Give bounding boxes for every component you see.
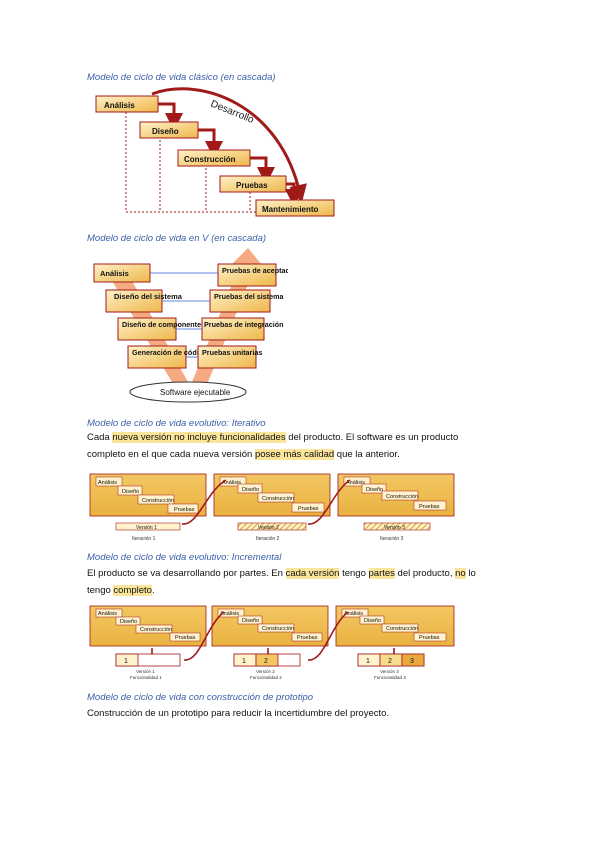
svg-text:Versión 3: Versión 3 bbox=[380, 669, 399, 674]
svg-text:Iteración 2: Iteración 2 bbox=[256, 536, 280, 542]
svg-text:Diseño: Diseño bbox=[242, 487, 259, 493]
heading-waterfall: Modelo de ciclo de vida clásico (en casc… bbox=[87, 72, 276, 83]
svg-text:Funcionalidad 1: Funcionalidad 1 bbox=[130, 675, 162, 680]
v-model-software bbox=[129, 381, 247, 403]
increment-panel-2: Análisis Diseño Construcción Pruebas bbox=[211, 605, 329, 647]
heading-incremental: Modelo de ciclo de vida evolutivo: Incre… bbox=[87, 552, 282, 563]
v-right-aceptacion-label: Pruebas de aceptación bbox=[222, 266, 288, 275]
increment-version-2: 1 2 Versión 2 Funcionalidad 2 bbox=[233, 653, 301, 680]
iteration-panel-3: Análisis Diseño Construcción Pruebas bbox=[337, 473, 455, 517]
svg-text:Pruebas: Pruebas bbox=[298, 506, 319, 512]
v-right-integracion-label: Pruebas de integración bbox=[204, 320, 283, 329]
increment-version-1: 1 Versión 1 Funcionalidad 1 bbox=[115, 653, 181, 680]
svg-text:Diseño: Diseño bbox=[120, 619, 137, 625]
waterfall-stage-construccion: Construcción bbox=[177, 149, 251, 167]
iteration-panel-2: Análisis Diseño Construcción Pruebas bbox=[213, 473, 331, 517]
v-left-generacion-codigo-label: Generación de código bbox=[132, 348, 208, 357]
heading-iterative: Modelo de ciclo de vida evolutivo: Itera… bbox=[87, 418, 266, 429]
v-right-sistema-label: Pruebas del sistema bbox=[214, 292, 285, 301]
svg-text:Análisis: Análisis bbox=[346, 480, 365, 486]
paragraph-iterative-line2: completo en el que cada nueva versión po… bbox=[87, 449, 400, 460]
paragraph-incremental-line2: tengo completo. bbox=[87, 585, 155, 596]
svg-text:Diseño: Diseño bbox=[242, 618, 259, 624]
v-right-integracion: Pruebas de integración bbox=[201, 317, 283, 341]
v-left-diseno-sistema-label: Diseño del sistema bbox=[114, 292, 183, 301]
svg-text:Análisis: Análisis bbox=[220, 611, 239, 617]
increment-panel-3: Análisis Diseño Construcción Pruebas bbox=[335, 605, 455, 647]
waterfall-stage-mantenimiento: Mantenimiento bbox=[255, 199, 335, 217]
svg-text:Funcionalidad 3: Funcionalidad 3 bbox=[374, 675, 406, 680]
waterfall-stage-analisis: Análisis bbox=[95, 95, 159, 113]
svg-text:Análisis: Análisis bbox=[222, 480, 241, 486]
svg-text:Diseño: Diseño bbox=[366, 487, 383, 493]
svg-text:Análisis: Análisis bbox=[98, 480, 117, 486]
paragraph-prototype: Construcción de un prototipo para reduci… bbox=[87, 708, 390, 719]
svg-text:Pruebas: Pruebas bbox=[419, 635, 440, 641]
v-right-unitarias: Pruebas unitarias bbox=[197, 345, 262, 369]
iteration-panel-1: Análisis Diseño Construcción Pruebas bbox=[89, 473, 207, 517]
svg-text:Análisis: Análisis bbox=[98, 611, 117, 617]
v-model-diagram: Software ejecutable Análisis Diseño del … bbox=[93, 248, 288, 403]
iteration-version-3: Versión 3 Iteración 3 bbox=[363, 522, 431, 542]
svg-text:Diseño: Diseño bbox=[122, 489, 139, 495]
iteration-version-1: Versión 1 Iteración 1 bbox=[115, 522, 181, 542]
svg-text:Pruebas: Pruebas bbox=[419, 504, 440, 510]
svg-text:Pruebas: Pruebas bbox=[236, 181, 268, 190]
svg-text:Diseño: Diseño bbox=[364, 618, 381, 624]
svg-text:Diseño: Diseño bbox=[152, 127, 179, 136]
svg-text:Iteración 1: Iteración 1 bbox=[132, 536, 156, 542]
waterfall-stage-diseno: Diseño bbox=[139, 121, 199, 139]
svg-text:Construcción: Construcción bbox=[140, 627, 172, 633]
incremental-diagram: Análisis Diseño Construcción Pruebas Aná… bbox=[89, 605, 455, 680]
svg-text:Versión 1: Versión 1 bbox=[136, 669, 155, 674]
svg-text:Iteración 3: Iteración 3 bbox=[380, 536, 404, 542]
svg-text:Funcionalidad 2: Funcionalidad 2 bbox=[250, 675, 282, 680]
svg-text:Versión 1: Versión 1 bbox=[136, 525, 157, 531]
svg-text:Análisis: Análisis bbox=[100, 269, 129, 278]
svg-text:Construcción: Construcción bbox=[262, 626, 294, 632]
iterative-diagram: Análisis Diseño Construcción Pruebas Aná… bbox=[89, 473, 455, 542]
svg-text:Análisis: Análisis bbox=[104, 101, 135, 110]
waterfall-diagram: Desarrollo Análisis Diseño Construcción … bbox=[95, 87, 335, 217]
svg-text:Análisis: Análisis bbox=[344, 611, 363, 617]
svg-text:Pruebas: Pruebas bbox=[175, 635, 196, 641]
v-right-unitarias-label: Pruebas unitarias bbox=[202, 348, 262, 357]
svg-text:1: 1 bbox=[124, 658, 128, 665]
svg-text:Construcción: Construcción bbox=[262, 496, 294, 502]
heading-v-model: Modelo de ciclo de vida en V (en cascada… bbox=[87, 233, 267, 244]
v-right-aceptacion: Pruebas de aceptación bbox=[217, 263, 288, 287]
svg-text:Pruebas: Pruebas bbox=[297, 635, 318, 641]
v-left-diseno-componentes-label: Diseño de componentes bbox=[122, 320, 205, 329]
svg-text:Versión 2: Versión 2 bbox=[256, 669, 275, 674]
svg-text:Versión 2: Versión 2 bbox=[258, 525, 279, 531]
increment-panel-1: Análisis Diseño Construcción Pruebas bbox=[89, 605, 207, 647]
svg-text:Pruebas: Pruebas bbox=[174, 507, 195, 513]
svg-text:Mantenimiento: Mantenimiento bbox=[262, 205, 319, 214]
svg-text:Construcción: Construcción bbox=[142, 498, 174, 504]
svg-text:2: 2 bbox=[388, 658, 392, 665]
svg-text:Construcción: Construcción bbox=[184, 155, 236, 164]
v-model-software-label: Software ejecutable bbox=[160, 388, 231, 397]
v-left-analisis: Análisis bbox=[93, 263, 151, 283]
waterfall-stage-pruebas: Pruebas bbox=[219, 175, 287, 193]
increment-version-3: 1 2 3 Versión 3 Funcionalidad 3 bbox=[357, 653, 425, 680]
svg-text:Versión 3: Versión 3 bbox=[384, 525, 405, 531]
svg-text:Construcción: Construcción bbox=[386, 494, 418, 500]
iteration-version-2: Versión 2 Iteración 2 bbox=[237, 522, 307, 542]
svg-text:1: 1 bbox=[242, 658, 246, 665]
v-right-sistema: Pruebas del sistema bbox=[209, 289, 285, 313]
svg-text:2: 2 bbox=[264, 658, 268, 665]
svg-text:Construcción: Construcción bbox=[386, 626, 418, 632]
paragraph-iterative-line1: Cada nueva versión no incluye funcionali… bbox=[87, 432, 459, 443]
svg-text:1: 1 bbox=[366, 658, 370, 665]
waterfall-arc bbox=[151, 87, 307, 203]
heading-prototype: Modelo de ciclo de vida con construcción… bbox=[87, 692, 314, 703]
paragraph-incremental-line1: El producto se va desarrollando por part… bbox=[87, 568, 476, 579]
svg-text:3: 3 bbox=[410, 658, 414, 665]
